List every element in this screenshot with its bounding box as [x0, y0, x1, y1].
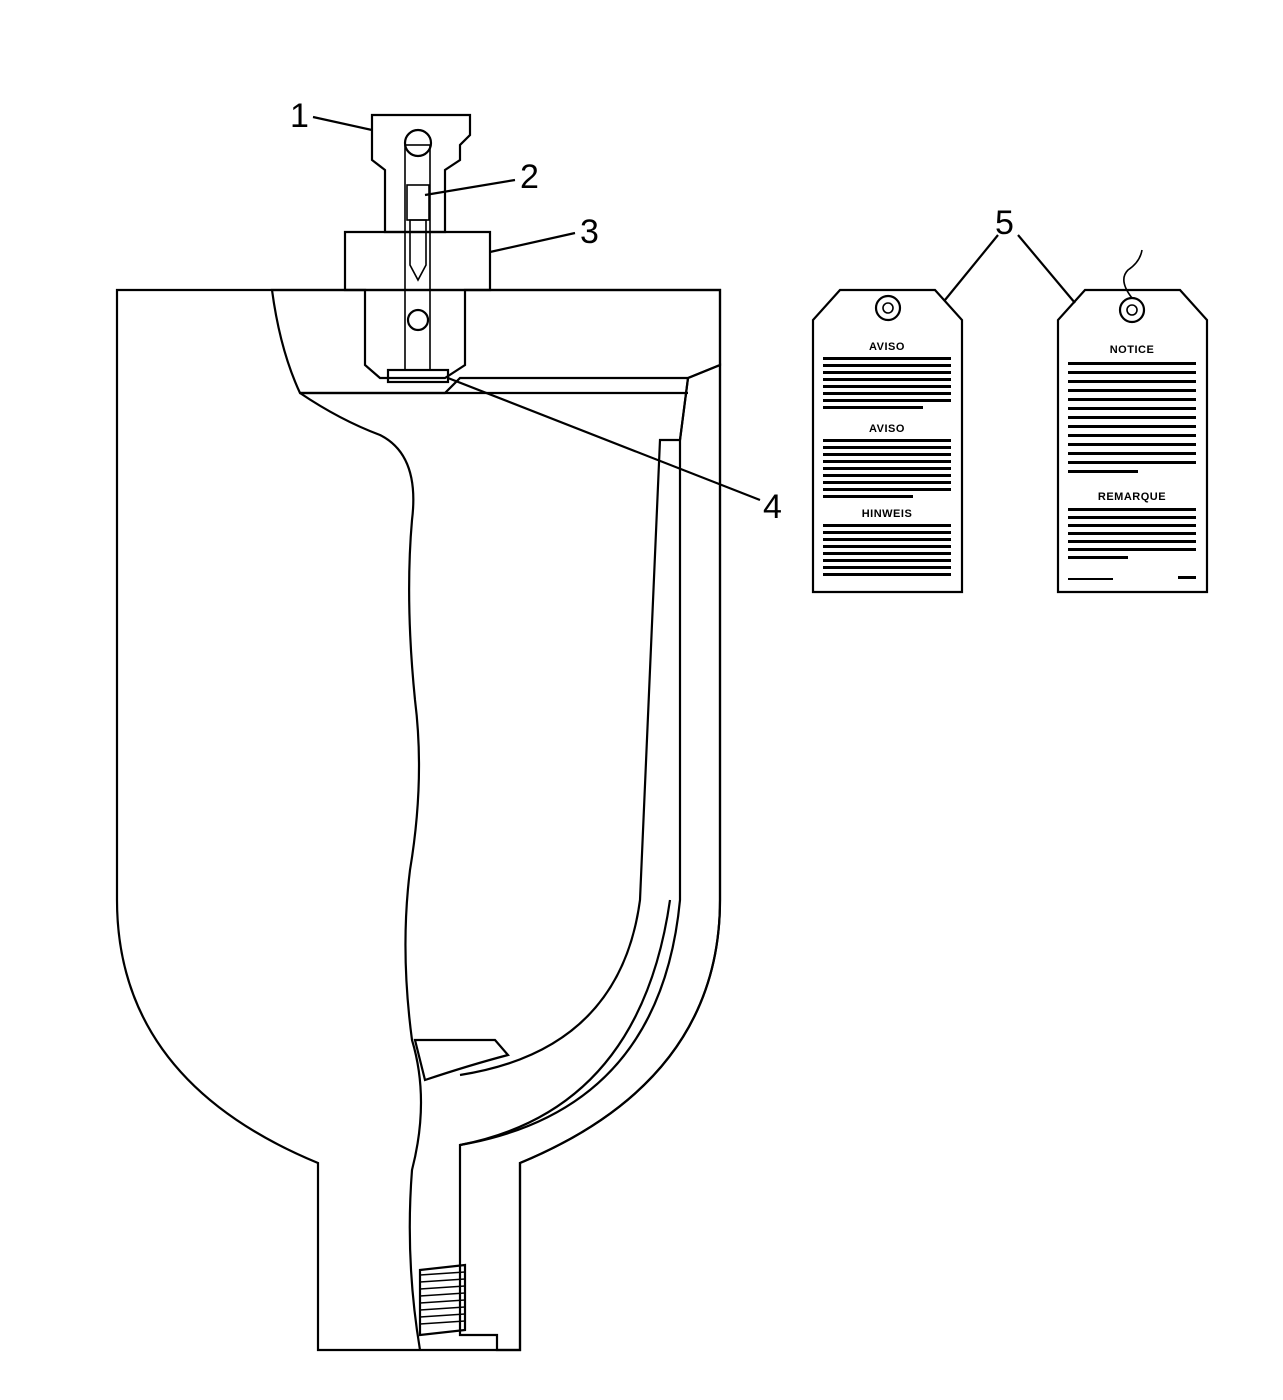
tag-eyelet: [874, 294, 902, 322]
leader-line-5a: [944, 234, 999, 301]
port-threads: [419, 1271, 466, 1325]
callout-3: 3: [580, 213, 599, 251]
tag-text-block: [823, 524, 951, 576]
tag-text-block: [823, 439, 951, 498]
tag-string: [1123, 249, 1143, 299]
tag-heading-remarque: REMARQUE: [1098, 491, 1166, 503]
tag-text-block: [1068, 508, 1196, 580]
tag-text-block: [823, 357, 951, 409]
callout-5: 5: [995, 204, 1014, 242]
tag-heading-notice: NOTICE: [1110, 344, 1155, 356]
leader-line-4: [447, 376, 761, 502]
cutaway-edge: [299, 392, 423, 1351]
callout-labels: 1 2 3 4 5: [290, 97, 1014, 526]
leader-line-3: [489, 231, 576, 254]
top-cap-section: [270, 288, 722, 395]
warning-tag-right: NOTICE REMARQUE: [1056, 249, 1209, 594]
callout-1: 1: [290, 97, 309, 135]
tag-eyelet: [1118, 296, 1146, 324]
callout-2: 2: [520, 158, 539, 196]
tag-text-block: [1068, 362, 1196, 473]
bottom-poppet-section: [413, 1038, 510, 1337]
tag-heading-hinweis: HINWEIS: [862, 508, 913, 520]
leader-lines: [312, 115, 1076, 502]
callout-4: 4: [763, 488, 782, 526]
leader-line-1: [312, 115, 373, 132]
tag-heading-aviso-2: AVISO: [869, 423, 905, 435]
warning-tag-left: AVISO AVISO HINWEIS: [811, 288, 964, 594]
charging-valve-assembly: [343, 113, 492, 384]
tag-heading-aviso-1: AVISO: [869, 341, 905, 353]
leader-line-2: [424, 178, 516, 197]
leader-line-5b: [1017, 234, 1076, 304]
right-wall-section: [458, 363, 722, 1352]
